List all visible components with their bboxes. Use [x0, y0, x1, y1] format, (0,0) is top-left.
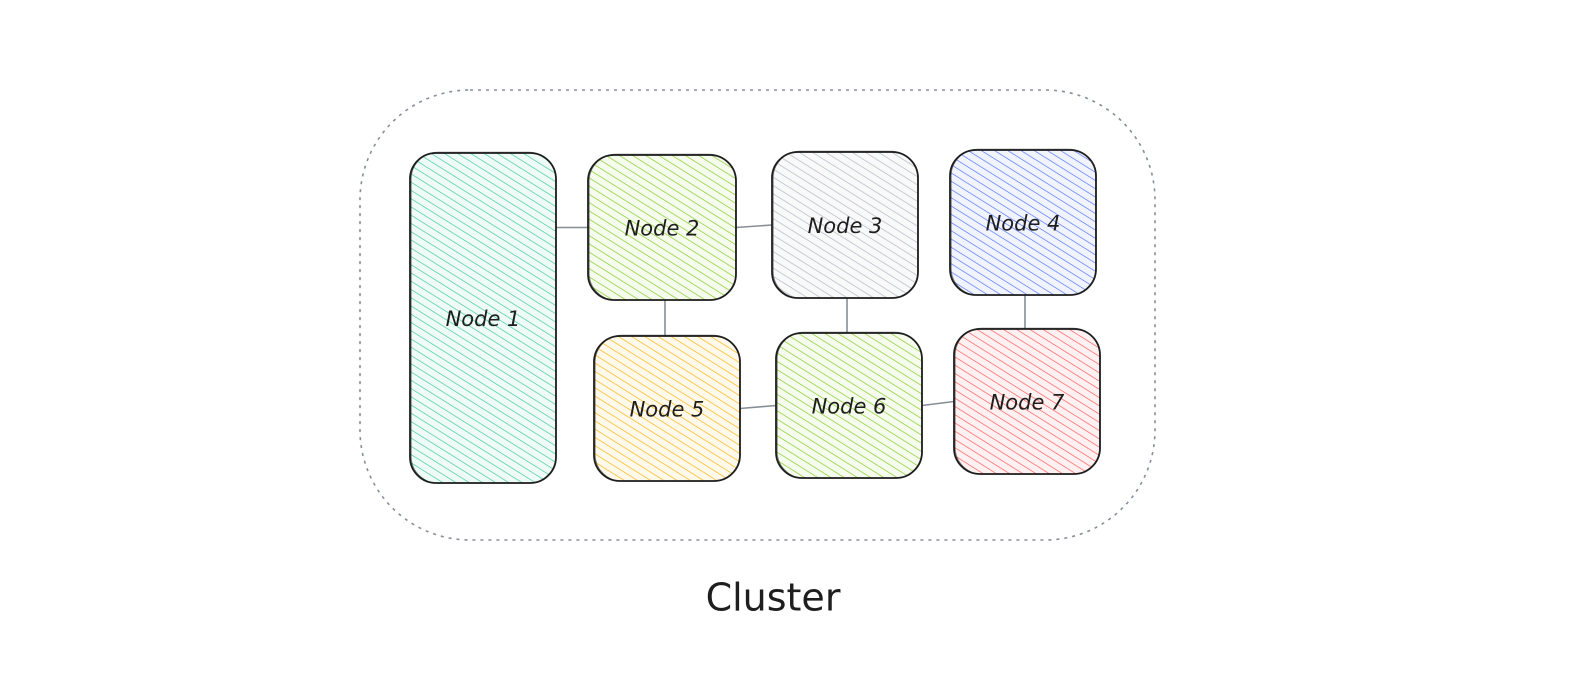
node-6-label: Node 6	[812, 395, 887, 419]
node-5[interactable]: Node 5	[593, 334, 741, 482]
node-2-hatch	[588, 155, 736, 300]
node-2-sketch-border	[588, 153, 737, 301]
node-6-hatch	[776, 333, 922, 478]
node-2-label: Node 2	[625, 217, 700, 241]
node-1[interactable]: Node 1	[409, 151, 557, 484]
node-5-label: Node 5	[630, 398, 705, 422]
link-node-5-node-6	[739, 404, 777, 410]
cluster-label: Cluster	[706, 576, 841, 620]
node-5-hatch	[594, 336, 740, 481]
node-7-sketch-border	[954, 327, 1101, 475]
node-3-hatch	[772, 152, 918, 298]
node-5-sketch-border	[594, 334, 741, 482]
node-7-label: Node 7	[990, 391, 1065, 415]
node-7-hatch	[954, 329, 1100, 474]
node-4-sketch-border	[950, 148, 1097, 296]
node-6[interactable]: Node 6	[775, 331, 923, 479]
link-node-2-node-3	[735, 224, 773, 229]
node-1-sketch-border	[410, 151, 557, 484]
node-3-label: Node 3	[808, 214, 883, 238]
node-6-sketch-border	[776, 331, 923, 479]
node-2[interactable]: Node 2	[587, 153, 737, 301]
node-1-hatch	[410, 153, 556, 483]
links	[556, 224, 1026, 410]
link-node-6-node-7	[921, 400, 955, 407]
node-3-sketch-border	[772, 150, 919, 299]
node-4[interactable]: Node 4	[949, 148, 1097, 296]
node-7[interactable]: Node 7	[953, 327, 1101, 475]
node-1-label: Node 1	[446, 307, 521, 331]
nodes: Node 1 Node 2 Node 3 Node 4 Node 5 Node 6 Node…	[409, 148, 1101, 484]
node-4-hatch	[950, 150, 1096, 295]
node-4-label: Node 4	[986, 212, 1061, 236]
node-3[interactable]: Node 3	[771, 150, 919, 299]
